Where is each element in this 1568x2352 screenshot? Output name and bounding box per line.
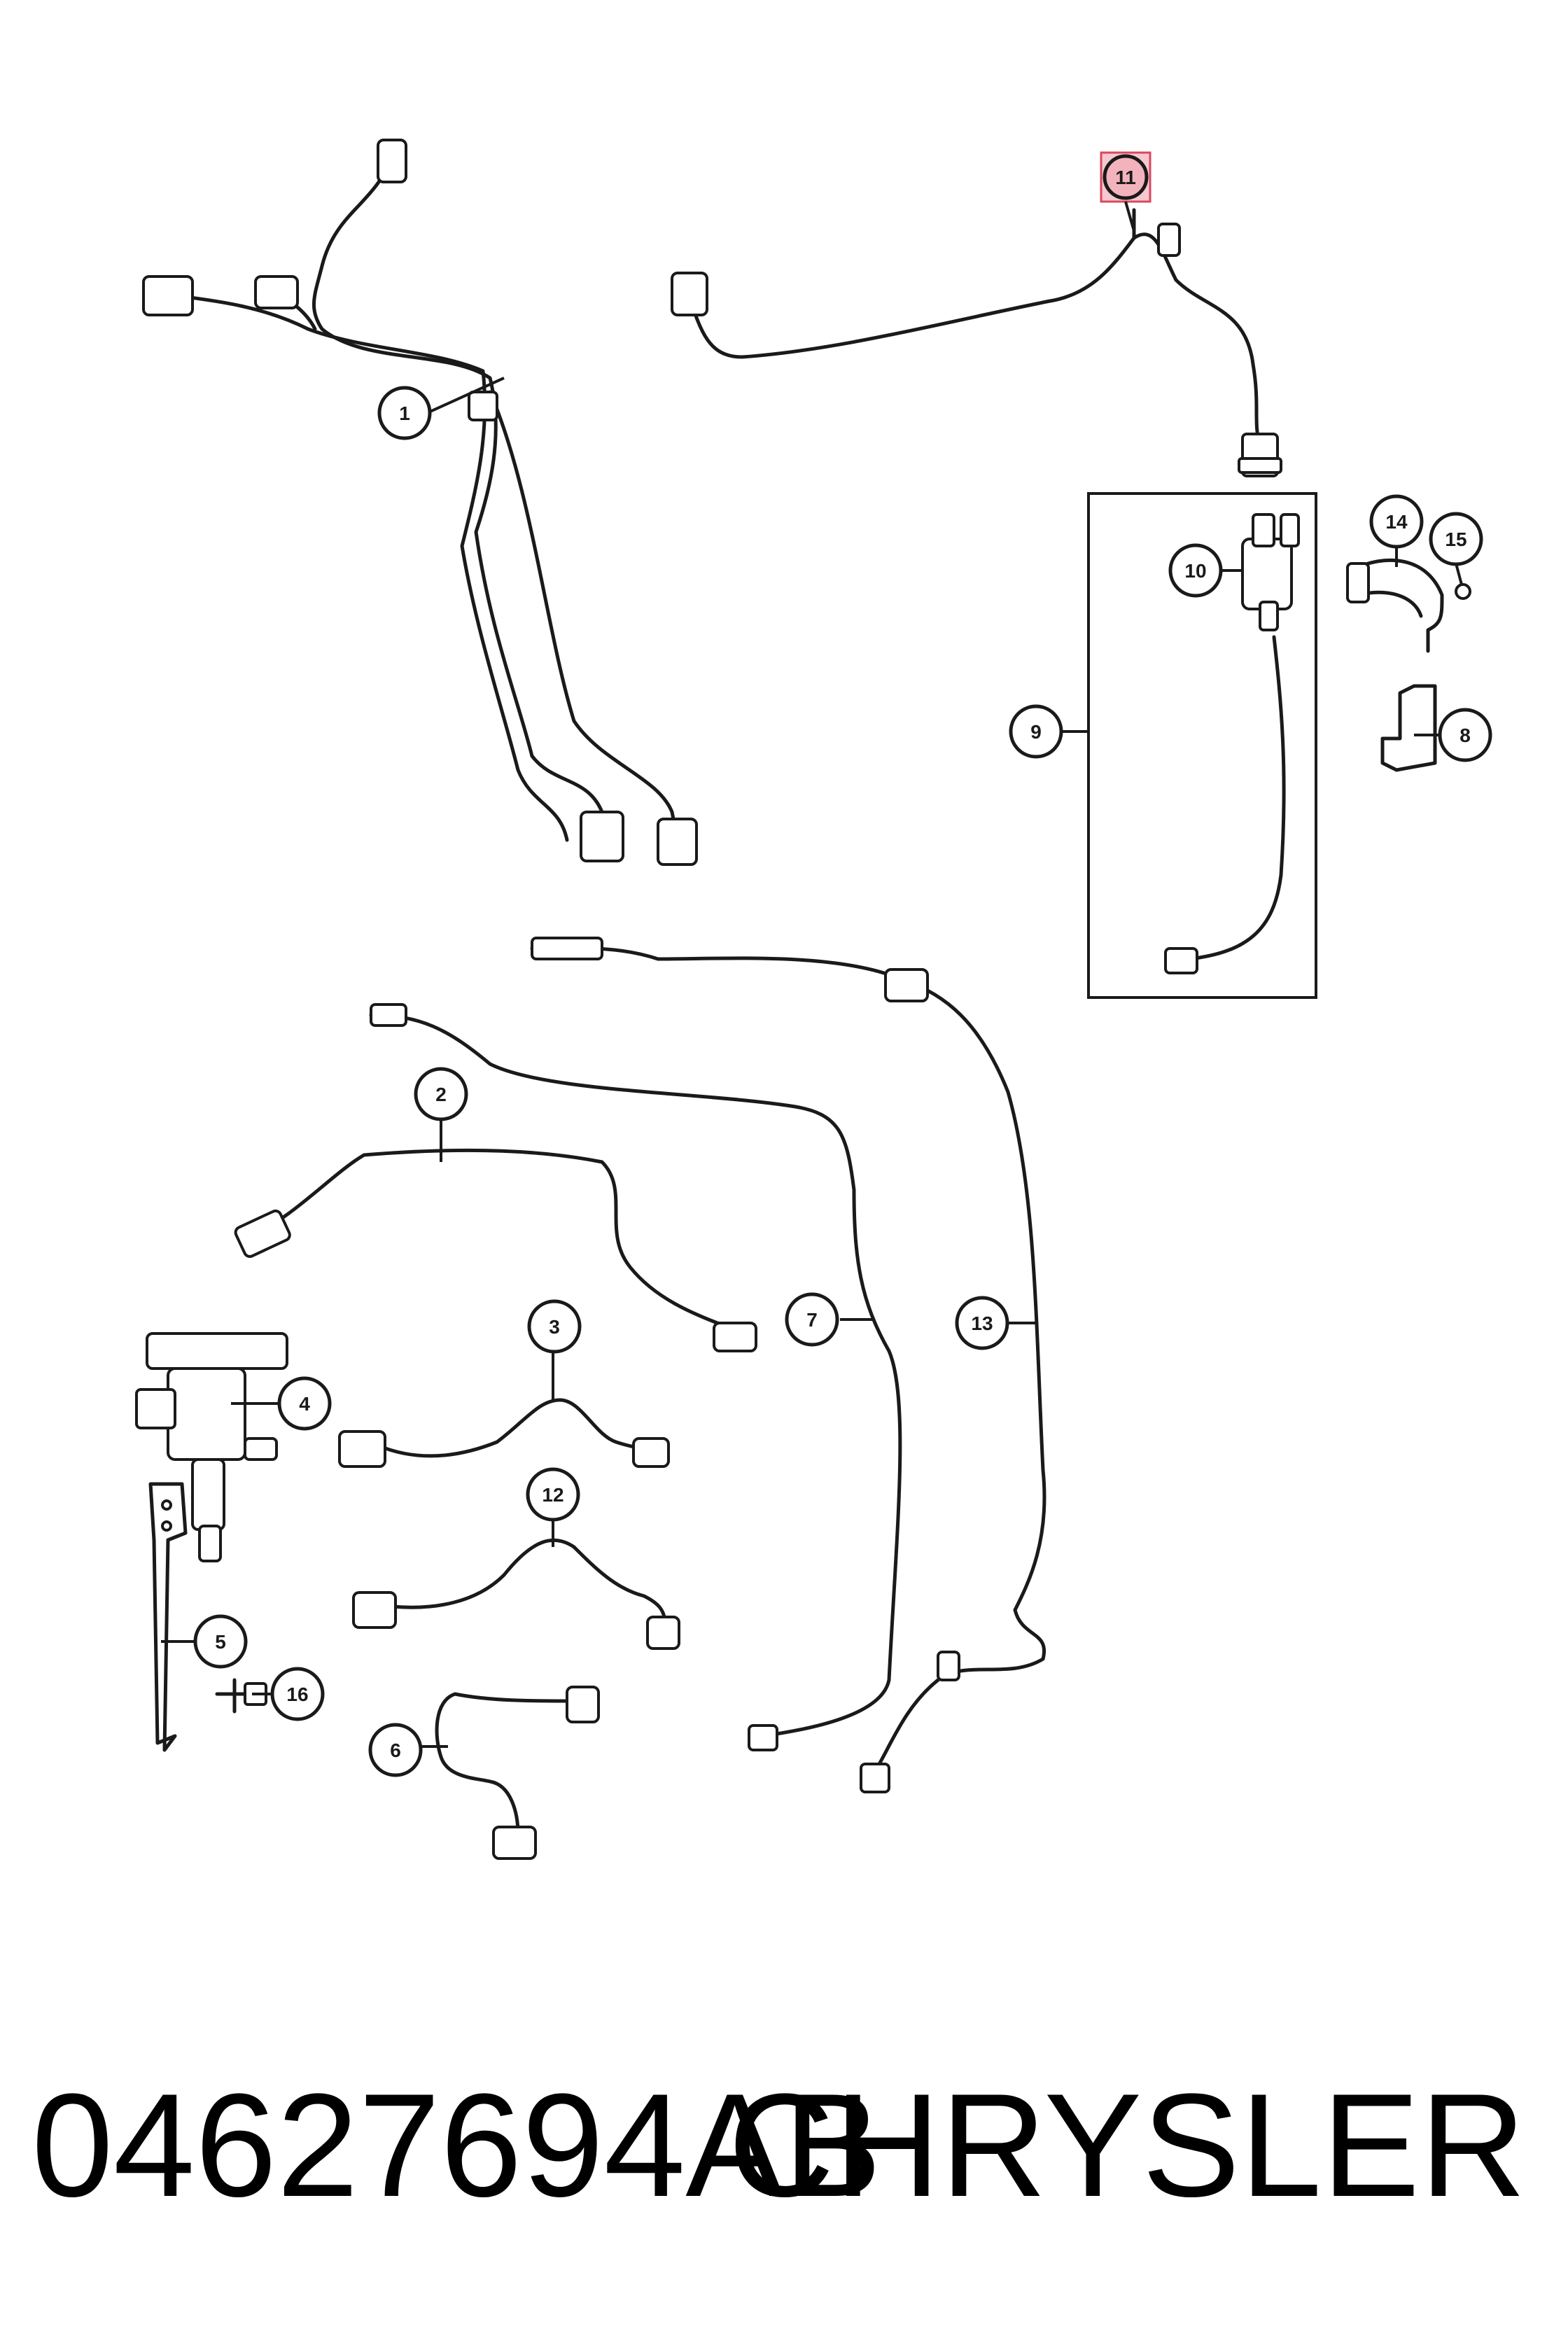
callout-1[interactable]: 1: [377, 386, 432, 440]
callout-10-label: 10: [1184, 560, 1206, 582]
part-14-bracket: [1346, 558, 1444, 653]
part-3-hose: [338, 1398, 670, 1468]
callout-16-label: 16: [286, 1684, 308, 1705]
part-2-hose: [234, 1148, 757, 1352]
callout-11[interactable]: 11: [1102, 154, 1149, 200]
callout-2-label: 2: [435, 1084, 447, 1105]
callout-14[interactable]: 14: [1369, 494, 1424, 549]
part-13-line: [530, 937, 1046, 1793]
callout-5-label: 5: [215, 1631, 226, 1653]
brand-caption: CHRYSLER: [728, 2063, 1526, 2227]
part-12-hose: [352, 1538, 680, 1650]
callout-16[interactable]: 16: [270, 1667, 325, 1721]
callout-13-label: 13: [971, 1312, 993, 1334]
callout-1-label: 1: [399, 402, 410, 424]
callout-3[interactable]: 3: [527, 1299, 582, 1354]
callout-13[interactable]: 13: [955, 1296, 1009, 1350]
part-8-bracket: [1380, 684, 1437, 772]
part-16-fastener: [215, 1678, 267, 1714]
callout-6[interactable]: 6: [368, 1723, 423, 1777]
part-7-line: [369, 1003, 902, 1751]
callout-2[interactable]: 2: [414, 1067, 468, 1121]
callout-7[interactable]: 7: [785, 1292, 839, 1347]
part-4-valve: [135, 1332, 288, 1562]
callout-12[interactable]: 12: [526, 1467, 580, 1522]
callout-8[interactable]: 8: [1438, 708, 1492, 762]
callout-8-label: 8: [1460, 724, 1471, 746]
callout-10[interactable]: 10: [1168, 543, 1223, 598]
kit-9-box: [1087, 492, 1317, 999]
callout-5[interactable]: 5: [193, 1614, 248, 1669]
callout-7-label: 7: [806, 1309, 818, 1331]
part-11-line: [671, 208, 1282, 477]
callout-12-label: 12: [542, 1484, 564, 1506]
part-1-vapor-harness: [142, 139, 698, 866]
part-15-fastener: [1455, 583, 1471, 600]
part-number-caption: 04627694AB: [31, 2063, 882, 2227]
callout-3-label: 3: [549, 1316, 560, 1338]
callout-9-label: 9: [1030, 721, 1042, 743]
part-6-hose: [435, 1686, 600, 1860]
callout-15-label: 15: [1445, 528, 1466, 550]
callout-14-label: 14: [1385, 511, 1408, 533]
part-5-bracket: [148, 1482, 188, 1752]
callout-11-label: 11: [1115, 167, 1136, 188]
callout-4[interactable]: 4: [277, 1376, 332, 1431]
callout-15[interactable]: 15: [1429, 512, 1483, 566]
callout-9[interactable]: 9: [1009, 704, 1063, 759]
callout-6-label: 6: [390, 1740, 401, 1761]
callout-4-label: 4: [299, 1393, 310, 1415]
